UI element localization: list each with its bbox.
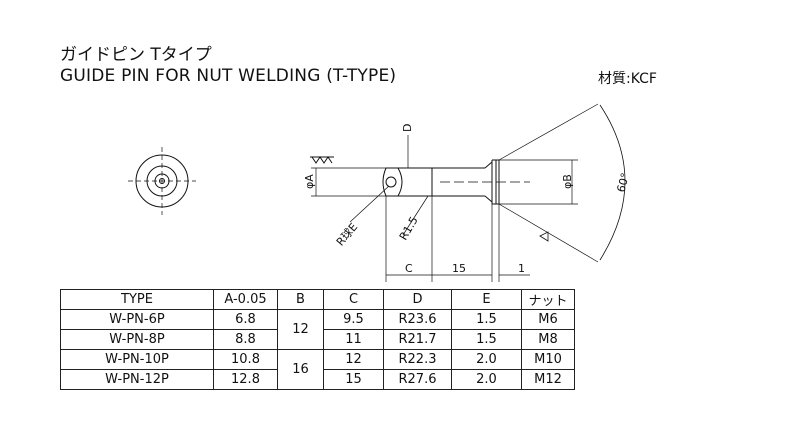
cell-c: 11 — [323, 329, 384, 350]
header-e: E — [451, 289, 522, 310]
label-dim-1: 1 — [518, 262, 525, 275]
cell-a: 8.8 — [213, 329, 278, 350]
cell-c: 15 — [323, 369, 384, 390]
pin-side-view — [310, 103, 626, 282]
table-row: W-PN-10P 10.8 16 12 R22.3 2.0 M10 — [60, 349, 575, 390]
cell-c: 12 — [323, 349, 384, 370]
label-d: D — [401, 124, 414, 132]
table-row: W-PN-12P 12.8 15 R27.6 2.0 M12 — [60, 369, 575, 390]
label-dim-15: 15 — [452, 262, 466, 275]
label-r-ball: R球E — [333, 220, 360, 249]
spec-table: TYPE A-0.05 B C D E ナット W-PN-6P 6.8 12 9… — [60, 289, 575, 390]
cell-d: R21.7 — [383, 329, 452, 350]
header-c: C — [323, 289, 384, 310]
header-d: D — [383, 289, 452, 310]
label-angle: 60° — [615, 171, 633, 193]
title-japanese: ガイドピン Tタイプ — [60, 45, 212, 65]
cell-type: W-PN-8P — [60, 329, 214, 350]
header-b: B — [277, 289, 324, 310]
table-row: W-PN-6P 6.8 12 9.5 R23.6 1.5 M6 — [60, 309, 575, 350]
table-header-row: TYPE A-0.05 B C D E ナット — [60, 289, 575, 310]
header-a: A-0.05 — [213, 289, 278, 310]
material-label: 材質:KCF — [598, 71, 657, 87]
cell-b: 16 — [277, 349, 324, 390]
table-row: W-PN-8P 8.8 11 R21.7 1.5 M8 — [60, 329, 575, 350]
cell-nut: M10 — [521, 349, 575, 370]
cell-type: W-PN-6P — [60, 309, 214, 330]
cell-e: 1.5 — [451, 329, 522, 350]
cell-d: R23.6 — [383, 309, 452, 330]
header-type: TYPE — [60, 289, 214, 310]
cell-d: R27.6 — [383, 369, 452, 390]
cell-a: 6.8 — [213, 309, 278, 330]
cell-c: 9.5 — [323, 309, 384, 330]
cell-nut: M8 — [521, 329, 575, 350]
cell-a: 10.8 — [213, 349, 278, 370]
cell-b: 12 — [277, 309, 324, 350]
cell-type: W-PN-12P — [60, 369, 214, 390]
cell-a: 12.8 — [213, 369, 278, 390]
cell-e: 2.0 — [451, 349, 522, 370]
cell-e: 2.0 — [451, 369, 522, 390]
cell-nut: M6 — [521, 309, 575, 330]
label-r15: R1.5 — [397, 214, 421, 242]
cell-d: R22.3 — [383, 349, 452, 370]
header-nut: ナット — [521, 289, 575, 310]
end-view — [128, 147, 196, 215]
label-phi-a: φA — [303, 174, 316, 189]
cell-nut: M12 — [521, 369, 575, 390]
label-dim-c: C — [405, 262, 413, 275]
label-phi-b: φB — [561, 174, 574, 189]
cell-e: 1.5 — [451, 309, 522, 330]
cell-type: W-PN-10P — [60, 349, 214, 370]
title-english: GUIDE PIN FOR NUT WELDING (T-TYPE) — [60, 66, 397, 86]
